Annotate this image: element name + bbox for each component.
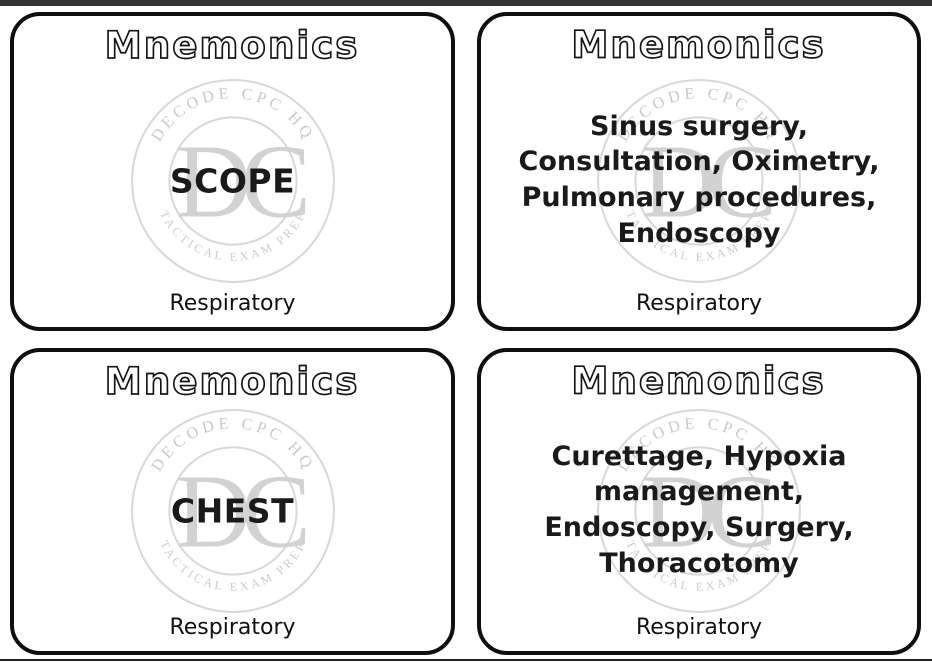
flashcard-chest-expansion: Mnemonics DECODE CPC HQ TACTICAL EXAM PR… bbox=[477, 348, 921, 655]
watermark-inner-circle bbox=[167, 115, 298, 246]
card-title-text: Mnemonics bbox=[105, 359, 360, 403]
watermark-outer-circle bbox=[130, 78, 335, 283]
mnemonic-word: SCOPE bbox=[169, 161, 296, 200]
mnemonic-expansion: Curettage, Hypoxia management, Endoscopy… bbox=[544, 440, 854, 580]
page-bottom-rule bbox=[0, 659, 932, 661]
card-title-text: Mnemonics bbox=[571, 23, 825, 67]
watermark-outer-circle bbox=[597, 408, 801, 613]
watermark-inner-circle bbox=[167, 445, 298, 576]
watermark-initials: DC bbox=[641, 122, 772, 239]
watermark-initials: DC bbox=[175, 452, 306, 569]
card-title-text: Mnemonics bbox=[571, 359, 825, 403]
card-body-area: DECODE CPC HQ TACTICAL EXAM PREP DC Cure… bbox=[481, 406, 917, 615]
watermark-inner-circle bbox=[634, 115, 764, 246]
flashcard-scope: Mnemonics DECODE CPC HQ TACTICAL EXAM PR… bbox=[10, 12, 455, 331]
card-body-area: DECODE CPC HQ TACTICAL EXAM PREP DC SCOP… bbox=[14, 70, 451, 291]
decode-cpc-hq-watermark: DECODE CPC HQ TACTICAL EXAM PREP DC bbox=[130, 78, 335, 283]
card-category: Respiratory bbox=[635, 291, 763, 316]
watermark-outer-circle bbox=[130, 408, 335, 613]
decode-cpc-hq-watermark: DECODE CPC HQ TACTICAL EXAM PREP DC bbox=[597, 78, 801, 283]
mnemonic-word: CHEST bbox=[170, 491, 295, 530]
flashcard-chest: Mnemonics DECODE CPC HQ TACTICAL EXAM PR… bbox=[10, 348, 455, 655]
watermark-initials: DC bbox=[641, 452, 772, 569]
watermark-initials: DC bbox=[175, 122, 306, 239]
flashcard-scope-expansion: Mnemonics DECODE CPC HQ TACTICAL EXAM PR… bbox=[477, 12, 921, 331]
mnemonic-expansion: Sinus surgery, Consultation, Oximetry, P… bbox=[518, 110, 880, 250]
card-title: Mnemonics bbox=[571, 358, 825, 404]
card-category: Respiratory bbox=[169, 291, 296, 316]
decode-cpc-hq-watermark: DECODE CPC HQ TACTICAL EXAM PREP DC bbox=[597, 408, 801, 613]
decode-cpc-hq-watermark: DECODE CPC HQ TACTICAL EXAM PREP DC bbox=[130, 408, 335, 613]
card-title: Mnemonics bbox=[104, 358, 360, 404]
card-title: Mnemonics bbox=[104, 22, 360, 68]
card-body-area: DECODE CPC HQ TACTICAL EXAM PREP DC Sinu… bbox=[481, 70, 917, 291]
watermark-inner-circle bbox=[634, 445, 764, 576]
card-title-text: Mnemonics bbox=[105, 23, 360, 67]
card-category: Respiratory bbox=[635, 615, 763, 640]
card-body-area: DECODE CPC HQ TACTICAL EXAM PREP DC CHES… bbox=[14, 406, 451, 615]
watermark-outer-circle bbox=[597, 78, 801, 283]
card-title: Mnemonics bbox=[571, 22, 825, 68]
page-top-rule bbox=[0, 0, 932, 6]
card-category: Respiratory bbox=[169, 615, 296, 640]
